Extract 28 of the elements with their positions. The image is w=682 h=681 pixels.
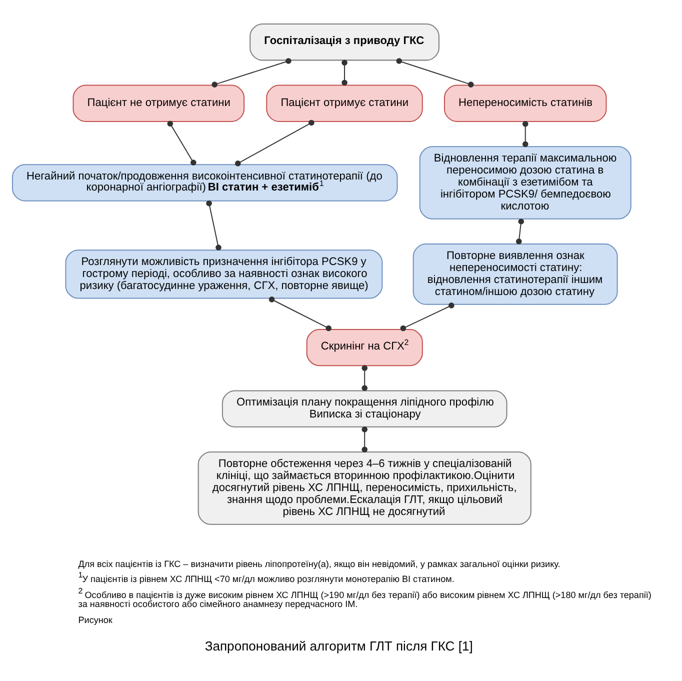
node-box: Оптимізація плану покращення ліпідного профілю Виписка зі стаціонару	[222, 390, 508, 427]
connector	[212, 58, 292, 87]
node-box: Госпіталізація з приводу ГКС	[250, 23, 440, 60]
connector	[342, 59, 348, 86]
connector	[268, 296, 332, 331]
connector	[206, 200, 222, 250]
connector	[362, 426, 368, 452]
connector	[522, 120, 528, 147]
connector	[167, 120, 196, 165]
node-box: Повторне виявлення ознак непереносимості статину: відновлення статинотерапії іншим статином/іншою дозою статину	[412, 243, 618, 304]
label: Для всіх пацієнтів із ГКС – визначити рівень ліпопротеїну(а), якщо він невідомий, у рамках загальної оцінки ризику.	[78, 558, 560, 568]
node-box: Повторне обстеження через 4–6 тижнів у спеціалізованій клініці, що займається вторинною профілактикою.Оцінити досягнутий рівень ХС ЛПНЩ, переносимість, прихильність, знання щодо проблеми.Ескалація ГЛТ, якщо цільовий рівень ХС ЛПНЩ не досягнутий	[198, 451, 532, 524]
node-box: Негайний початок/продовження високоінтенсивної статинотерапії (до коронарної ангіографії) ВІ статин + езетиміб$^{1}$	[12, 164, 398, 201]
node-box: Непереносимість статинів	[444, 84, 607, 122]
node-box: Пацієнт отримує статини	[266, 84, 423, 122]
connector	[362, 364, 368, 390]
caption: Запропонований алгоритм ГЛТ після ГКС [1]	[204, 638, 473, 653]
node-box: Скринінг на СГХ$^{2}$	[306, 328, 423, 366]
connector	[396, 58, 474, 87]
connector	[400, 302, 454, 331]
label: $^{2}$ Особливо в пацієнтів із дуже високим рівнем ХС ЛПНЩ (>190 мг/дл без терапії) або високим рівнем ХС ЛПНЩ (>180 мг/дл без терапії) за наявності особистого або сімейного анамнезу передчасного ІМ.	[78, 586, 652, 608]
label: Рисунок	[78, 614, 112, 625]
node-box: Відновлення терапії максимальною переносимою дозою статина в комбінації з езетимібом та інгібітором PCSK9/ бемпедоєвою кислотою	[419, 146, 632, 219]
connector	[516, 218, 524, 244]
label: $^{1}$У пацієнтів із рівнем ХС ЛПНЩ <70 мг/дл можливо розглянути монотерапію ВІ статином.	[78, 570, 454, 584]
connector	[234, 119, 314, 166]
node-box: Пацієнт не отримує статини	[72, 84, 245, 122]
node-box: Розглянути можливість призначення інгібітора PCSK9 у гострому періоді, особливо за наявності ознак високого ризику (багатосудинне ураження, СГХ, повторне явище)	[65, 249, 383, 298]
